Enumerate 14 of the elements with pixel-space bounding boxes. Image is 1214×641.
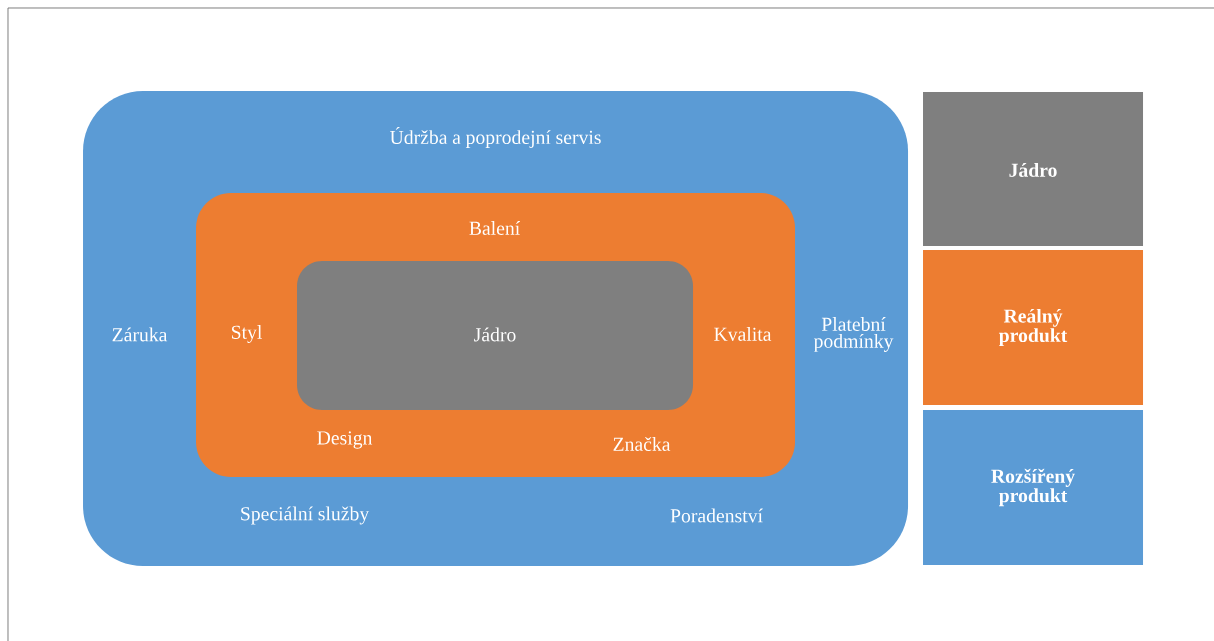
box-label: Značka [613,437,671,451]
box-label: Platební podmínky [813,317,894,352]
box-label: Údržba a poprodejní servis [390,126,601,148]
box-label: Jádro [474,327,516,342]
box-label: Jádro [1009,163,1057,177]
box-label: Balení [469,221,520,235]
box-label: Reálný produkt [999,308,1068,347]
box-label: Poradenství [670,508,763,523]
box-label: Styl [232,325,262,343]
box-label: Speciální služby [241,506,370,525]
box-label: Design [317,431,373,449]
box-label: Rozšířený produkt [991,468,1075,507]
box-label: Záruka [112,327,168,342]
box-label: Kvalita [714,327,772,341]
